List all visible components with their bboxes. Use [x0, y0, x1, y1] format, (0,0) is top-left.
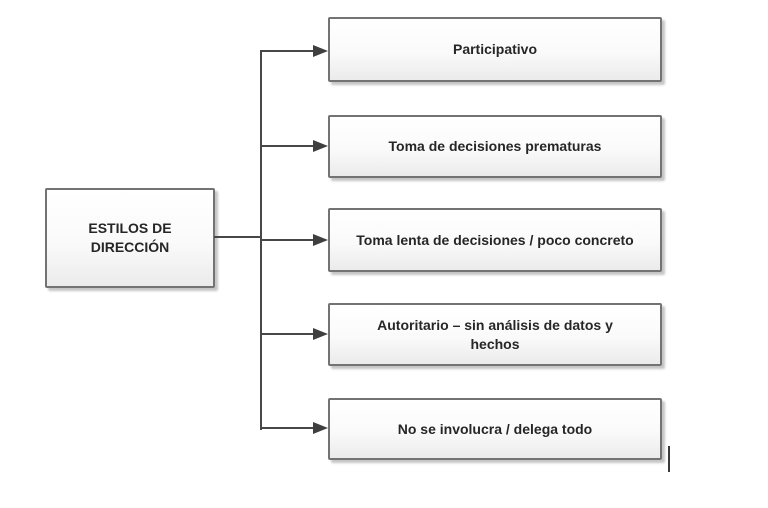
- branch-box-autoritario[interactable]: Autoritario – sin análisis de datos y he…: [328, 303, 662, 366]
- branch-box-participativo[interactable]: Participativo: [328, 17, 662, 82]
- connector-branch-line-4: [260, 333, 315, 335]
- branch-box-label: Participativo: [452, 41, 538, 58]
- root-box-estilos-de-direccion[interactable]: ESTILOS DE DIRECCIÓN: [45, 188, 215, 288]
- branch-box-no-se-involucra[interactable]: No se involucra / delega todo: [328, 398, 662, 460]
- branch-box-toma-lenta-decisiones[interactable]: Toma lenta de decisiones / poco concreto: [328, 208, 662, 272]
- branch-box-label: No se involucra / delega todo: [397, 420, 593, 437]
- arrow-right-icon: [313, 422, 328, 434]
- branch-box-label: Toma lenta de decisiones / poco concreto: [356, 231, 634, 248]
- connector-branch-line-2: [260, 145, 315, 147]
- arrow-right-icon: [313, 140, 328, 152]
- text-cursor: [668, 446, 670, 472]
- arrow-right-icon: [313, 328, 328, 340]
- connector-branch-line-1: [260, 50, 315, 52]
- arrow-right-icon: [313, 234, 328, 246]
- branch-box-label: Toma de decisiones prematuras: [388, 138, 602, 155]
- connector-branch-line-5: [260, 427, 315, 429]
- connector-root-line: [214, 236, 261, 238]
- arrow-right-icon: [313, 45, 328, 57]
- branch-box-label: Autoritario – sin análisis de datos y he…: [377, 316, 613, 352]
- branch-box-toma-decisiones-prematuras[interactable]: Toma de decisiones prematuras: [328, 115, 662, 178]
- root-box-label-line2: DIRECCIÓN: [90, 239, 170, 255]
- root-box-label-line1: ESTILOS DE: [88, 220, 172, 237]
- connector-branch-line-3: [260, 239, 315, 241]
